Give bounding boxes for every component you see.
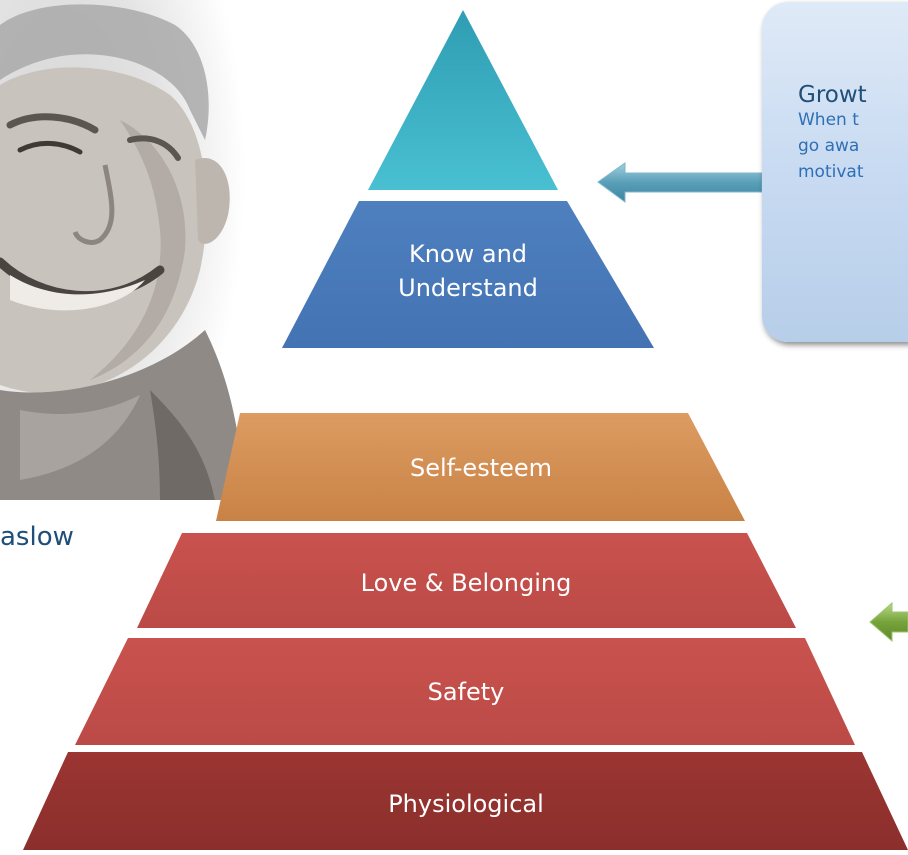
tier-physiological [23, 752, 908, 850]
growth-box-line-3: motivat [798, 162, 864, 182]
growth-needs-box: Growt When t go awa motivat [762, 2, 908, 342]
tier-love-label: Love & Belonging [361, 569, 572, 597]
portrait-caption: aslow [0, 522, 74, 552]
growth-box-line-2: go awa [798, 136, 860, 156]
pyramid-apex [368, 10, 558, 190]
deficiency-arrow-icon [869, 601, 908, 643]
tier-love-belonging [137, 533, 796, 628]
tier-safety-label: Safety [428, 678, 505, 706]
tier-know-line-1: Know and [409, 240, 527, 268]
tier-self-esteem [216, 413, 745, 521]
tier-self-esteem-label: Self-esteem [410, 454, 552, 482]
tier-know-line-2: Understand [398, 274, 538, 302]
growth-box-line-1: When t [798, 110, 859, 130]
tier-know-understand [282, 201, 654, 348]
tier-safety [75, 638, 855, 745]
maslow-portrait [0, 0, 245, 500]
tier-physiological-label: Physiological [388, 790, 544, 818]
growth-box-title: Growt [798, 82, 867, 108]
growth-arrow-icon [597, 162, 763, 203]
